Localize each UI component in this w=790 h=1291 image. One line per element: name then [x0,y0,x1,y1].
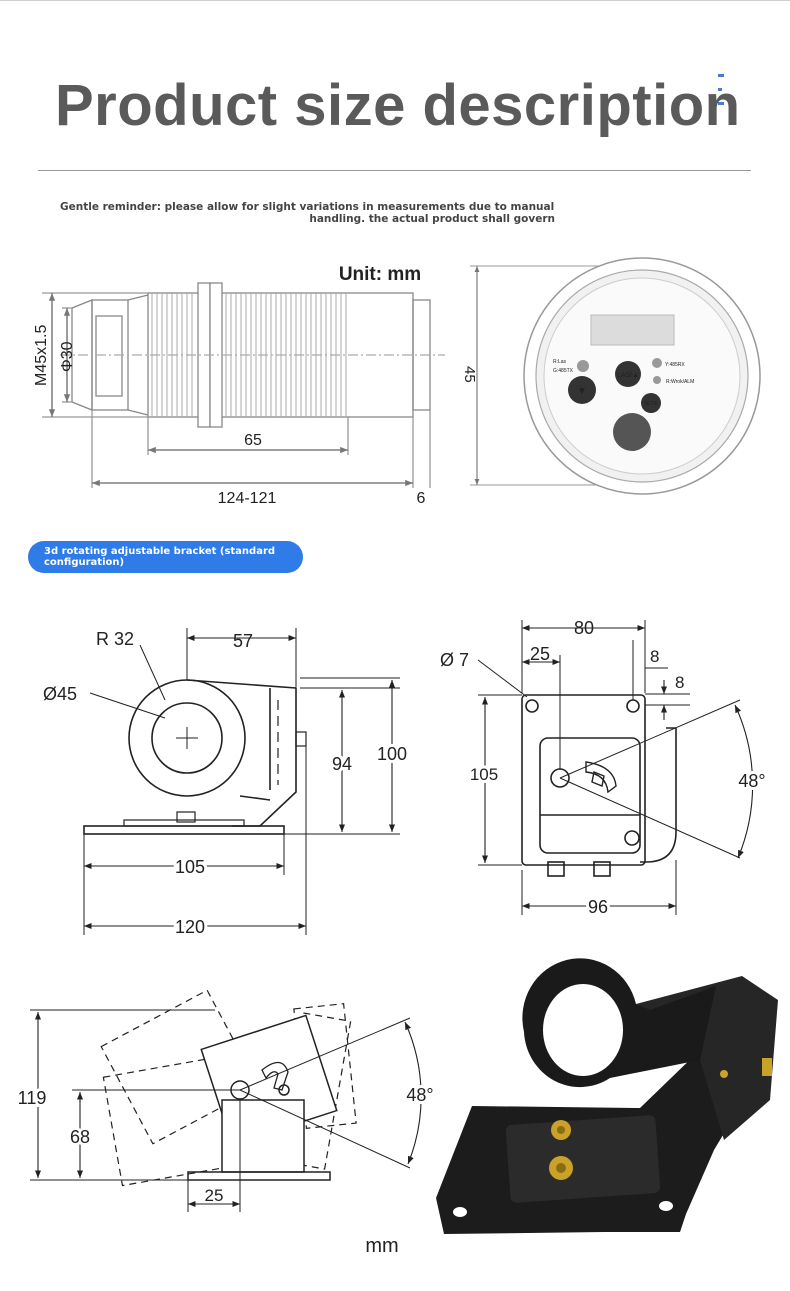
plate-width-80-label: 80 [574,618,594,638]
title-decoration [718,74,728,116]
sensor-side-drawing [42,282,445,488]
down-button[interactable] [568,376,596,404]
bracket-section-label: 3d rotating adjustable bracket (standard… [44,546,276,568]
bracket-rotation-drawing [30,989,422,1212]
base-120-label: 120 [175,917,205,937]
offset-25-label: 25 [205,1186,224,1205]
led-r-work-alm [653,376,661,384]
base-105-label: 105 [175,857,205,877]
offset-57-label: 57 [233,631,253,651]
rear-cap-dimension: 6 [417,490,426,507]
overall-length-dimension: 124-121 [218,490,277,507]
bracket-side-drawing [83,628,400,935]
led-r-las [577,360,589,372]
reminder-line-2: handling. the actual product shall gover… [309,213,555,225]
height-68-label: 68 [70,1127,90,1147]
rotation-angle-label: 48° [406,1085,433,1105]
face-diameter-dimension: 45 [461,366,478,383]
set-button-label: SET/E [644,401,659,407]
edge-8-label-a: 8 [650,647,659,666]
unit-label: Unit: mm [339,264,421,285]
lens-window [613,413,651,451]
sensor-front-face [470,257,761,495]
label-r-las: R:Las [553,359,567,365]
led-y-485rx [652,358,662,368]
las-button[interactable] [615,361,641,387]
title-divider [38,170,751,171]
las-button-label: LAS/▲ [617,372,639,379]
display-window [590,314,675,346]
radius-label: R 32 [96,629,134,649]
label-y-485rx: Y:485RX [665,362,685,368]
height-119-label: 119 [18,1088,47,1108]
bracket-section-badge: 3d rotating adjustable bracket (standard… [28,541,303,573]
height-100-label: 100 [377,744,407,764]
bracket-front-drawing [477,620,754,915]
reminder-line-1: Gentle reminder: please allow for slight… [60,201,555,213]
edge-8-label-b: 8 [675,673,684,692]
label-r-wrok-alm: R:Wrok/ALM [666,379,694,385]
thread-length-dimension: 65 [244,432,262,449]
height-94-label: 94 [332,754,352,774]
top-border [0,0,790,1]
reminder-note: Gentle reminder: please allow for slight… [60,201,555,225]
label-g-485tx: G:485TX [553,368,574,374]
bracket-photo [436,958,778,1234]
page-title: Product size description [55,73,741,138]
hole-offset-25-label: 25 [530,644,550,664]
bore-diameter-label: Ø45 [43,684,77,704]
plate-height-105-label: 105 [470,765,498,784]
tilt-angle-label: 48° [738,771,765,791]
hole-diameter-label: Ø 7 [440,650,469,670]
set-button[interactable] [641,393,661,413]
down-button-label: ▼ [577,386,587,397]
base-96-label: 96 [588,897,608,917]
lens-diameter-dimension: Φ30 [59,341,76,372]
thread-dimension: M45x1.5 [33,325,50,386]
mm-unit-label: mm [365,1235,398,1257]
